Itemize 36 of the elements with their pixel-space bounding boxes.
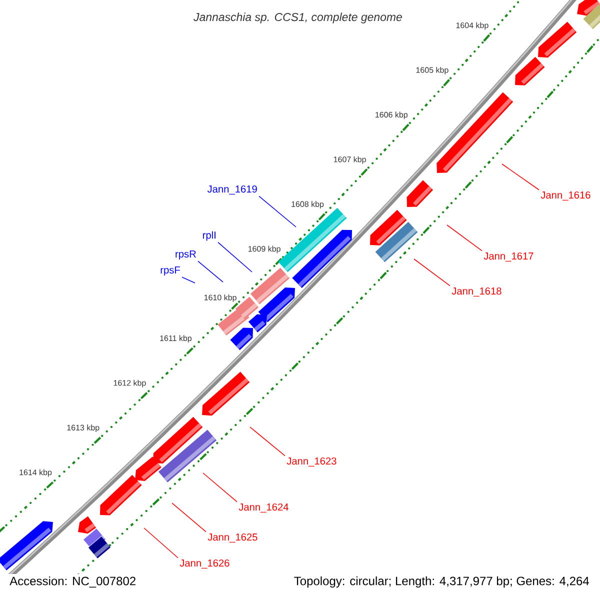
title: Jannaschia sp. CCS1, complete genome [194,12,402,24]
gene-label: Jann_1624 [238,503,288,513]
tick-label: 1605 kbp [416,66,448,74]
tick-label: 1614 kbp [20,469,52,477]
leader-line [250,426,286,456]
tick-label: 1606 kbp [376,112,408,120]
leader-line [172,502,206,532]
leader-line [218,242,252,272]
gene-label: rpsR [176,250,196,260]
leader-line [258,196,296,228]
leader-line [182,276,196,284]
leader-line [502,164,540,190]
tick-label: 1610 kbp [204,294,236,302]
gene-label: rpsF [160,266,180,276]
gene-label: Jann_1623 [286,457,336,467]
leader-line [198,260,224,282]
gene-label: Jann_1618 [452,287,502,297]
leader-line [414,258,450,286]
gene-label: Jann_1619 [207,185,257,195]
tick-label: 1607 kbp [334,156,366,164]
gene-label: Jann_1616 [540,191,590,201]
leader-line [144,528,178,558]
gene-label: Jann_1617 [484,252,534,262]
genome-info-text: Topology: circular; Length: 4,317,977 bp; Genes: 4,264 [294,576,589,588]
tick-label: 1604 kbp [456,22,488,30]
gene-label: rplI [203,231,216,241]
tick-label: 1613 kbp [67,424,100,432]
leader-line [202,472,238,502]
tick-label: 1612 kbp [114,380,146,388]
tick-label: 1608 kbp [292,201,324,209]
leader-line [446,224,482,252]
gene-label: Jann_1626 [180,559,230,569]
accession-text: Accession: NC_007802 [10,576,136,588]
gene-label: Jann_1625 [208,533,258,543]
tick-label: 1611 kbp [160,335,192,343]
tick-label: 1609 kbp [248,246,280,254]
